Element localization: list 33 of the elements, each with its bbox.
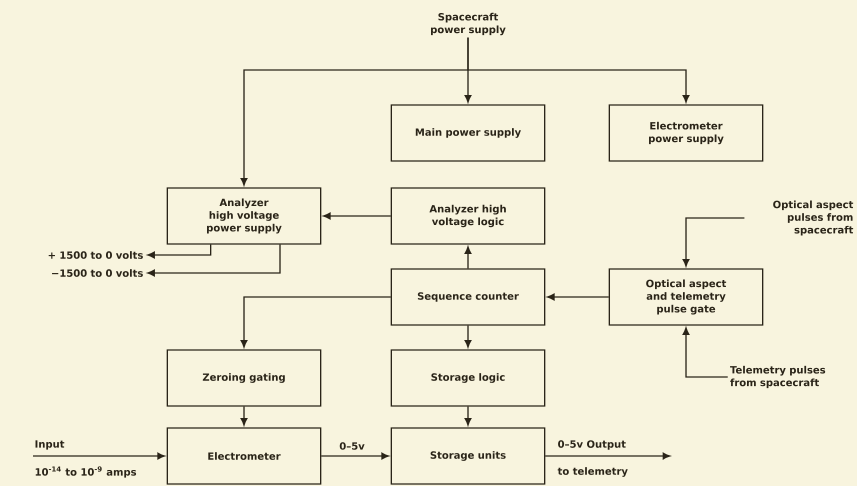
- signal-label: + 1500 to 0 volts: [48, 251, 143, 259]
- process-box: Main power supply: [390, 104, 546, 162]
- arrow: [147, 244, 212, 258]
- signal-label: Telemetry pulses from spacecraft: [730, 366, 826, 388]
- arrow: [464, 406, 472, 426]
- edge-label: 0–5v Output: [556, 438, 628, 452]
- arrow: [33, 452, 165, 460]
- process-box: Analyzer high voltage logic: [390, 187, 546, 245]
- process-box: Storage logic: [390, 349, 546, 407]
- process-box: Electrometer: [166, 427, 322, 485]
- arrow: [240, 406, 248, 426]
- process-box: Optical aspect and telemetry pulse gate: [608, 268, 764, 326]
- process-box: Storage units: [390, 427, 546, 485]
- process-box: Electrometer power supply: [608, 104, 764, 162]
- arrow: [464, 246, 472, 268]
- arrow: [682, 327, 728, 378]
- process-box: Analyzer high voltage power supply: [166, 187, 322, 245]
- signal-label: 10$^{-14}$ to 10$^{-9}$ amps: [36, 466, 136, 478]
- arrow: [323, 212, 391, 220]
- signal-label: Optical aspect pulses from spacecraft: [773, 200, 854, 236]
- arrow: [545, 452, 670, 460]
- arrow: [467, 37, 690, 103]
- arrow: [464, 326, 472, 348]
- arrow: [147, 244, 281, 276]
- arrow: [240, 296, 391, 348]
- signal-label: to telemetry: [558, 467, 628, 477]
- signal-label: Spacecraft power supply: [431, 12, 506, 36]
- arrow: [321, 452, 389, 460]
- arrow: [547, 294, 609, 300]
- process-box: Sequence counter: [390, 268, 546, 326]
- process-box: Zeroing gating: [166, 349, 322, 407]
- arrow: [682, 217, 744, 267]
- signal-label: −1500 to 0 volts: [52, 269, 143, 277]
